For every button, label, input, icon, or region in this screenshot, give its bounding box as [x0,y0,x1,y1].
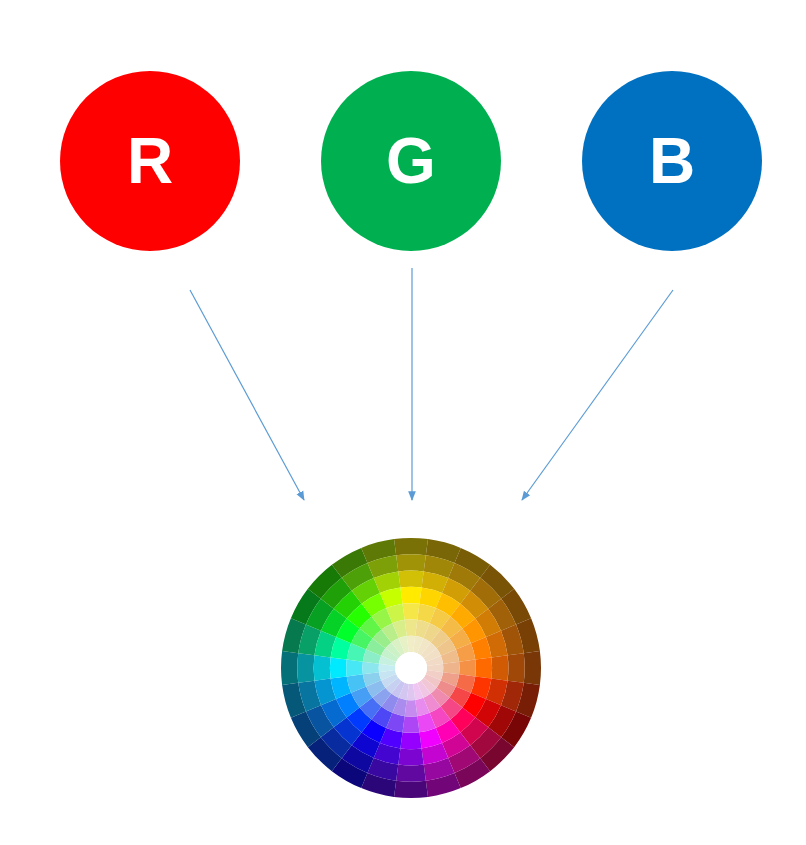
wheel-cell [400,732,421,749]
wheel-cell [392,620,406,638]
circle-letter: B [649,129,695,193]
wheel-cell [508,653,525,683]
wheel-cell [330,657,347,678]
wheel-cell [403,716,420,733]
wheel-cell [415,698,429,716]
wheel-cell [398,571,423,588]
color-circle: B [582,71,762,251]
wheel-cell [405,619,418,636]
wheel-cell [347,674,366,692]
wheel-cell [398,748,423,765]
wheel-cell [400,587,421,604]
wheel-cell [443,662,460,675]
arrow-line [411,268,412,500]
wheel-cell [386,604,404,623]
wheel-cell [346,660,363,677]
color-circle: G [321,71,501,251]
circle-fill [582,71,762,251]
wheel-cell [399,636,409,653]
wheel-cell [396,765,426,782]
color-wheel [281,538,541,798]
wheel-cell [475,657,492,678]
wheel-cell [281,651,298,685]
wheel-cell [362,662,379,675]
arrow-line [190,290,304,500]
circle-fill [60,71,240,251]
circle-letter: R [127,129,173,193]
wheel-cell [417,713,435,732]
color-circle: R [60,71,240,251]
arrow-line [522,290,673,500]
wheel-cell [405,700,418,717]
circle-fill [321,71,501,251]
wheel-cell [394,538,428,555]
wheel-center [395,652,427,684]
wheel-cell [297,653,314,683]
wheel-cell [396,554,426,571]
wheel-cell [459,660,476,677]
wheel-cell [524,651,541,685]
wheel-cell [403,603,420,620]
wheel-cell [491,655,508,680]
wheel-cell [314,655,331,680]
wheel-cell [456,643,475,661]
wheel-cell [441,649,459,663]
wheel-cell [363,672,381,686]
wheel-cell [394,781,428,798]
circle-letter: G [386,129,436,193]
